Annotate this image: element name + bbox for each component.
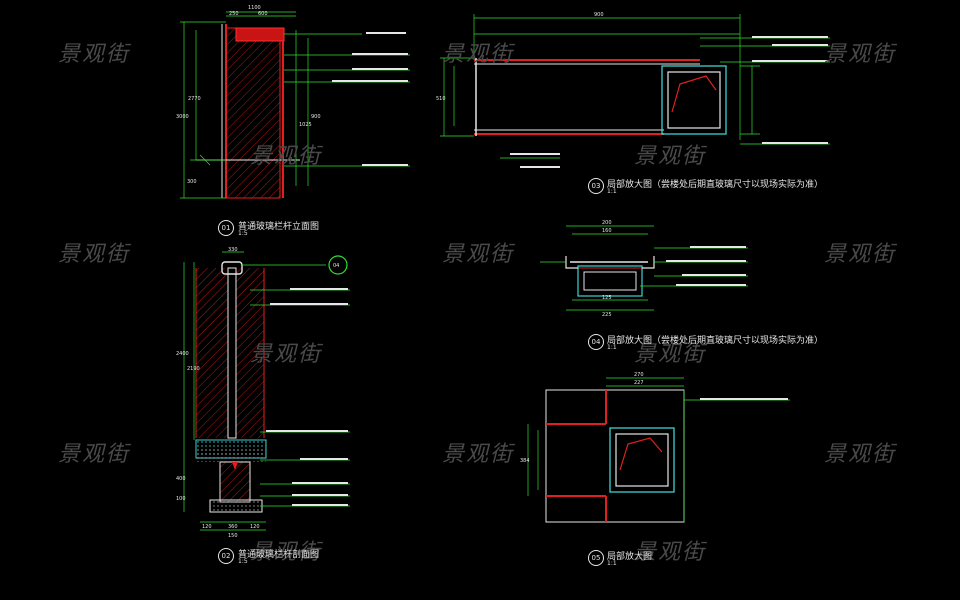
watermark-12: 景观街 <box>442 442 515 467</box>
v01-dim-left-2: 3000 <box>176 114 189 120</box>
watermark-5: 景观街 <box>634 144 707 169</box>
view-05-scale: 1:1 <box>607 560 617 567</box>
svg-text:04: 04 <box>333 263 339 269</box>
view-03-number: 03 <box>588 178 604 194</box>
watermark-13: 景观街 <box>824 442 897 467</box>
v02-top-rail <box>221 261 243 275</box>
v02-anchor <box>232 462 238 470</box>
view-03-title: 局部放大图（尝楼处后期直玻璃尺寸以现场实际为准） <box>607 180 824 190</box>
v03-post-mark <box>671 75 717 113</box>
v01-glass-panel <box>225 27 281 199</box>
v05-dim-top-2: 227 <box>634 380 644 386</box>
v01-dim-top-3: 600 <box>258 11 268 17</box>
v02-detail-callout <box>328 255 348 275</box>
view-02-section: 04 330 2400 2190 400 <box>176 247 350 539</box>
view-04-number: 04 <box>588 334 604 350</box>
v03-post-outer <box>661 65 727 135</box>
watermark-4: 景观街 <box>250 144 323 169</box>
watermark-7: 景观街 <box>442 242 515 267</box>
v03-dim-top: 900 <box>594 12 604 18</box>
v01-top-rail <box>235 27 285 42</box>
v02-dim-left-4: 100 <box>176 496 186 502</box>
view-03-scale: 1:1 <box>607 188 617 195</box>
view-02-number: 02 <box>218 548 234 564</box>
v01-dim-left-3: 300 <box>187 179 197 185</box>
watermark-11: 景观街 <box>58 442 131 467</box>
v02-dim-left-3: 400 <box>176 476 186 482</box>
view-05-detail: 270 227 384 <box>520 372 790 523</box>
v03-dim-left: 510 <box>436 96 446 102</box>
watermark-15: 景观街 <box>634 540 707 565</box>
view-03-detail: 900 510 <box>436 12 830 168</box>
v05-dim-left: 384 <box>520 458 530 464</box>
v01-dim-top-2: 250 <box>229 11 239 17</box>
view-01-elevation: 1100 250 600 2770 3000 300 1025 900 <box>176 5 410 199</box>
v02-dim-bottom-1: 120 <box>202 524 212 530</box>
v05-post-mark <box>619 437 663 471</box>
v01-dim-right-2: 900 <box>311 114 321 120</box>
watermark-6: 景观街 <box>58 242 131 267</box>
v01-dim-right-1: 1025 <box>299 122 312 128</box>
v02-slab-gray <box>196 450 266 462</box>
v05-frame <box>545 389 685 523</box>
v05-post-outer <box>609 427 675 493</box>
v02-dim-bottom-2: 360 <box>228 524 238 530</box>
view-05-title: 局部放大图 <box>607 552 653 562</box>
view-02-scale: 1:5 <box>238 558 248 565</box>
v02-dim-top: 330 <box>228 247 238 253</box>
view-04-scale: 1:1 <box>607 344 617 351</box>
v02-dim-left-1: 2400 <box>176 351 189 357</box>
v05-post-inner <box>615 433 669 487</box>
v03-post-inner <box>667 71 721 129</box>
v02-glass-hatch-left <box>196 268 228 438</box>
watermark-8: 景观街 <box>824 242 897 267</box>
v04-dim-top-2: 160 <box>602 228 612 234</box>
watermark-3: 景观街 <box>824 42 897 67</box>
v04-dim-bottom-2: 225 <box>602 312 612 318</box>
view-04-title: 局部放大图（尝楼处后期直玻璃尺寸以现场实际为准） <box>607 336 824 346</box>
view-05-number: 05 <box>588 550 604 566</box>
view-02-title: 普通玻璃栏杆剖面图 <box>238 550 320 560</box>
v01-dim-top-1: 1100 <box>248 5 261 11</box>
v02-footing-base <box>209 499 263 513</box>
v02-dim-bottom-3: 120 <box>250 524 260 530</box>
v05-dim-top-1: 270 <box>634 372 644 378</box>
v02-dim-left-2: 2190 <box>187 366 200 372</box>
v02-dim-bottom-4: 150 <box>228 533 238 539</box>
v02-glass-pane <box>227 267 237 439</box>
v04-dim-bottom-1: 125 <box>602 295 612 301</box>
watermark-9: 景观街 <box>250 342 323 367</box>
v04-frame <box>577 265 643 297</box>
watermark-2: 景观街 <box>442 42 515 67</box>
view-01-number: 01 <box>218 220 234 236</box>
view-04-detail: 200 160 125 225 <box>540 220 748 318</box>
v02-glass-hatch-right <box>236 268 264 438</box>
watermark-14: 景观街 <box>250 540 323 565</box>
view-01-title: 普通玻璃栏杆立面图 <box>238 222 320 232</box>
v04-dim-top-1: 200 <box>602 220 612 226</box>
v01-dim-left-1: 2770 <box>188 96 201 102</box>
watermark-1: 景观街 <box>58 42 131 67</box>
view-01-scale: 1:5 <box>238 230 248 237</box>
watermark-10: 景观街 <box>634 342 707 367</box>
